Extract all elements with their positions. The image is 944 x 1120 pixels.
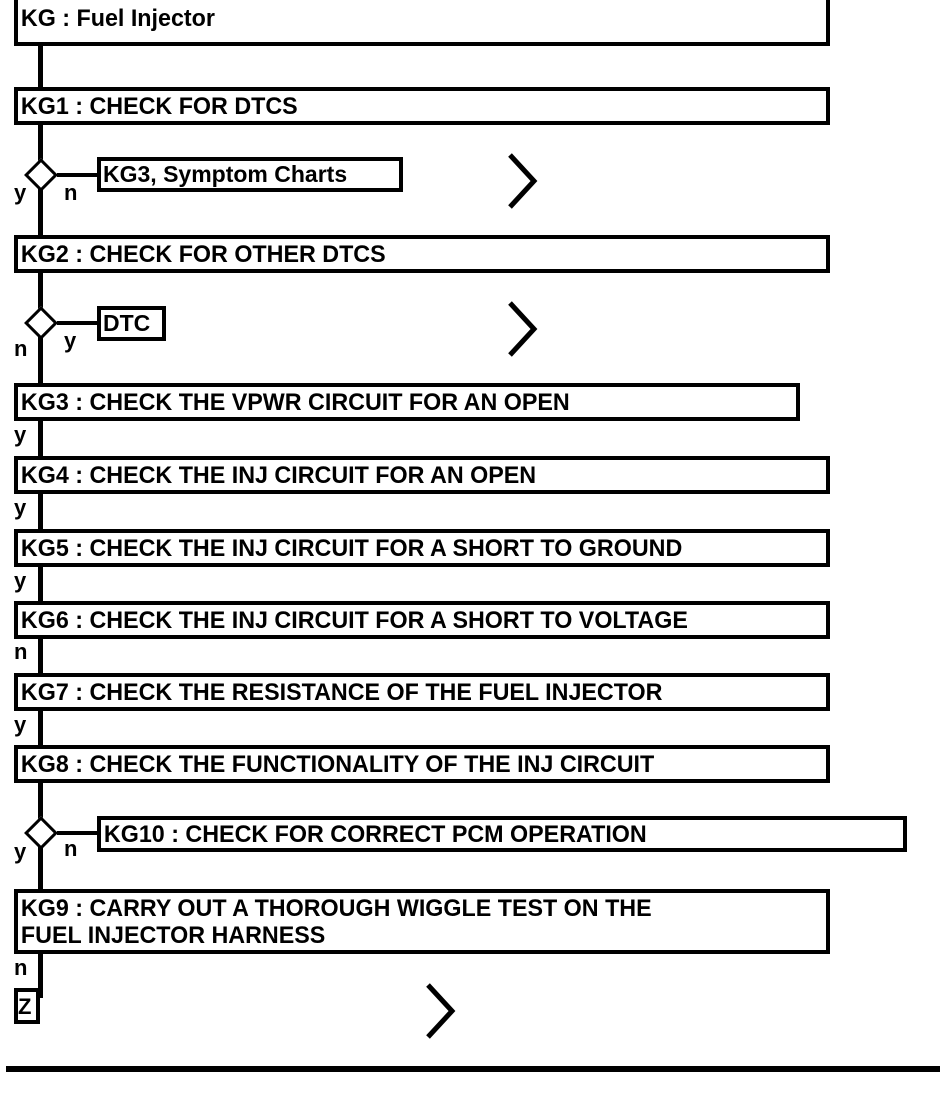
connector-decision2-to-dtc xyxy=(57,321,100,325)
step-label-kg4: KG4 : CHECK THE INJ CIRCUIT FOR AN OPEN xyxy=(20,461,537,489)
step-box-kg9[interactable]: KG9 : CARRY OUT A THOROUGH WIGGLE TEST O… xyxy=(14,889,830,954)
connector-kg-to-kg1 xyxy=(38,46,43,88)
branch-label-kg2-no: n xyxy=(14,336,28,361)
step-box-kg10[interactable]: KG10 : CHECK FOR CORRECT PCM OPERATION xyxy=(97,816,907,852)
footer-divider xyxy=(6,1066,940,1072)
step-label-kg6: KG6 : CHECK THE INJ CIRCUIT FOR A SHORT … xyxy=(20,606,688,634)
goto-chevron-icon-2 xyxy=(504,298,540,360)
step-box-kg7[interactable]: KG7 : CHECK THE RESISTANCE OF THE FUEL I… xyxy=(14,673,830,711)
connector-decision2-to-kg3 xyxy=(38,336,43,384)
decision-diamond-kg2[interactable] xyxy=(24,306,58,340)
connector-kg8-to-decision3 xyxy=(38,783,43,821)
connector-kg6-to-kg7 xyxy=(38,639,43,675)
step-label-kg8: KG8 : CHECK THE FUNCTIONALITY OF THE INJ… xyxy=(20,750,655,778)
connector-kg2-to-decision2 xyxy=(38,273,43,311)
reference-box-symptom-charts[interactable]: KG3, Symptom Charts xyxy=(97,157,403,192)
goto-chevron-icon-1 xyxy=(504,150,540,212)
decision-diamond-kg8[interactable] xyxy=(24,816,58,850)
connector-kg7-to-kg8 xyxy=(38,711,43,747)
connector-kg5-to-kg6 xyxy=(38,567,43,603)
reference-label-z: Z xyxy=(18,993,32,1019)
reference-label-symptom-charts: KG3, Symptom Charts xyxy=(103,161,348,187)
branch-label-kg5-yes: y xyxy=(14,568,27,593)
branch-label-kg1-no: n xyxy=(64,180,78,205)
step-label-kg1: KG1 : CHECK FOR DTCS xyxy=(20,92,298,120)
branch-label-kg6-no: n xyxy=(14,639,28,664)
diamond-shape xyxy=(24,158,58,192)
connector-decision1-to-kg2 xyxy=(38,188,43,236)
step-box-kg5[interactable]: KG5 : CHECK THE INJ CIRCUIT FOR A SHORT … xyxy=(14,529,830,567)
step-box-kg3[interactable]: KG3 : CHECK THE VPWR CIRCUIT FOR AN OPEN xyxy=(14,383,800,421)
connector-kg3-to-kg4 xyxy=(38,421,43,457)
diamond-shape xyxy=(24,816,58,850)
reference-box-dtc[interactable]: DTC xyxy=(97,306,166,341)
step-label-kg2: KG2 : CHECK FOR OTHER DTCS xyxy=(20,240,386,268)
step-box-kg[interactable]: KG : Fuel Injector xyxy=(14,0,830,46)
step-box-kg2[interactable]: KG2 : CHECK FOR OTHER DTCS xyxy=(14,235,830,273)
diamond-shape xyxy=(24,306,58,340)
reference-box-z[interactable]: Z xyxy=(14,988,40,1024)
step-label-kg5: KG5 : CHECK THE INJ CIRCUIT FOR A SHORT … xyxy=(20,534,683,562)
step-label-kg7: KG7 : CHECK THE RESISTANCE OF THE FUEL I… xyxy=(20,678,663,706)
branch-label-kg4-yes: y xyxy=(14,495,27,520)
step-box-kg1[interactable]: KG1 : CHECK FOR DTCS xyxy=(14,87,830,125)
connector-decision1-to-symptom-charts xyxy=(57,173,101,177)
step-label-kg10: KG10 : CHECK FOR CORRECT PCM OPERATION xyxy=(103,820,647,848)
branch-label-kg1-yes: y xyxy=(14,180,27,205)
connector-kg4-to-kg5 xyxy=(38,494,43,530)
step-label-kg3: KG3 : CHECK THE VPWR CIRCUIT FOR AN OPEN xyxy=(20,388,570,416)
step-label-kg9: KG9 : CARRY OUT A THOROUGH WIGGLE TEST O… xyxy=(20,894,652,949)
connector-kg9-to-z xyxy=(38,954,43,998)
branch-label-kg2-yes: y xyxy=(64,328,77,353)
step-box-kg6[interactable]: KG6 : CHECK THE INJ CIRCUIT FOR A SHORT … xyxy=(14,601,830,639)
connector-decision3-to-kg9 xyxy=(38,846,43,890)
branch-label-kg3-yes: y xyxy=(14,422,27,447)
step-box-kg4[interactable]: KG4 : CHECK THE INJ CIRCUIT FOR AN OPEN xyxy=(14,456,830,494)
decision-diamond-kg1[interactable] xyxy=(24,158,58,192)
connector-decision3-to-kg10 xyxy=(57,831,101,835)
branch-label-kg9-no: n xyxy=(14,955,28,980)
reference-label-dtc: DTC xyxy=(103,310,151,336)
goto-chevron-icon-3 xyxy=(422,980,458,1042)
branch-label-kg8-no: n xyxy=(64,836,78,861)
branch-label-kg8-yes: y xyxy=(14,839,27,864)
connector-kg1-to-decision1 xyxy=(38,125,43,163)
branch-label-kg7-yes: y xyxy=(14,712,27,737)
step-box-kg8[interactable]: KG8 : CHECK THE FUNCTIONALITY OF THE INJ… xyxy=(14,745,830,783)
step-label-kg: KG : Fuel Injector xyxy=(20,4,215,32)
